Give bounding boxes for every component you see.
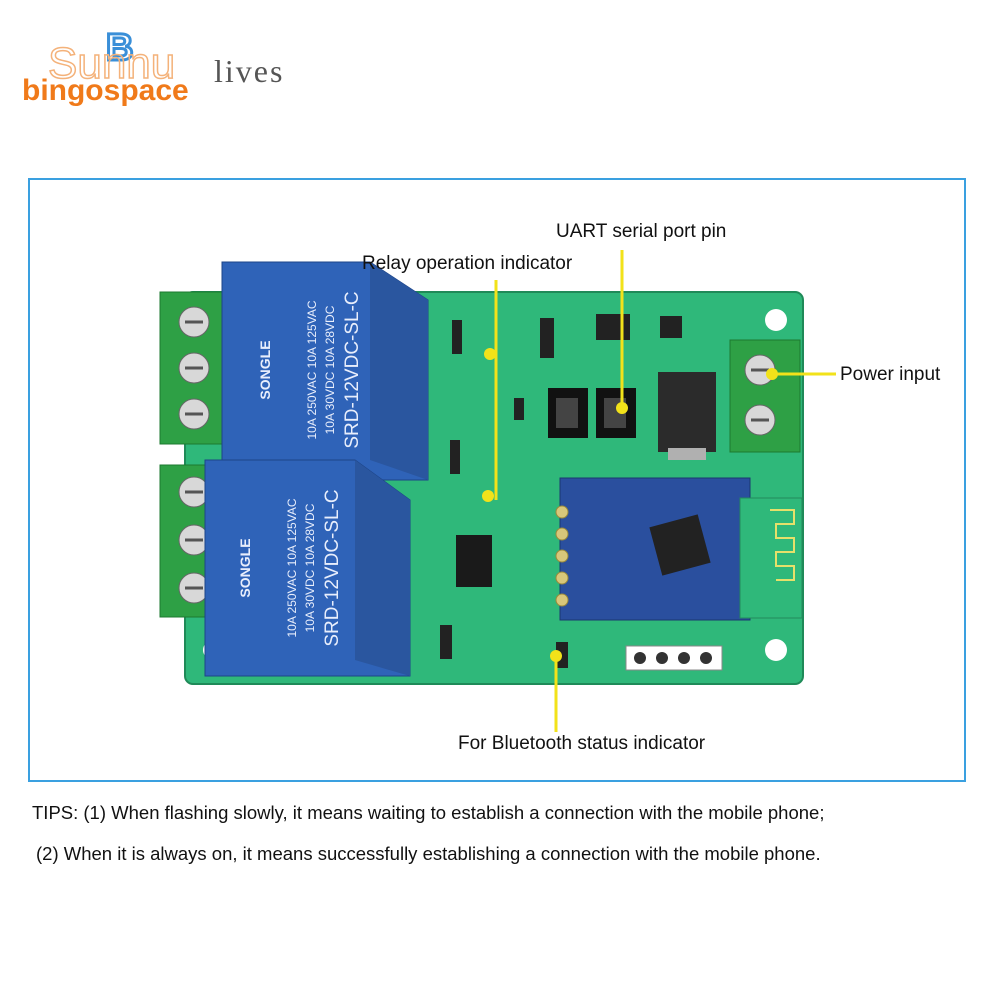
uart-label: UART serial port pin <box>556 221 727 242</box>
mounting-hole-icon <box>765 309 787 331</box>
bluetooth-module <box>555 477 803 621</box>
annotation-lines <box>494 250 836 732</box>
relay-2-indicator-led-icon <box>482 490 494 502</box>
smd-components <box>440 314 682 668</box>
voltage-regulator <box>658 372 716 460</box>
logo-brand-secondary: lives <box>214 53 284 89</box>
relay-1-indicator-led-icon <box>484 348 496 360</box>
uart-pin-marker-icon <box>616 402 628 414</box>
relay-1-rating-1: 10A 250VAC 10A 125VAC <box>305 300 319 439</box>
logo-watermark-text: Sunnu <box>48 39 175 88</box>
relay-1-brand: SONGLE <box>257 340 273 399</box>
relay-2-model: SRD-12VDC-SL-C <box>322 489 343 646</box>
antenna-trace-icon <box>770 509 795 581</box>
mounting-hole-icon <box>765 639 787 661</box>
bluetooth-status-label: For Bluetooth status indicator <box>458 733 706 754</box>
image-frame <box>28 178 966 782</box>
four-pin-header <box>625 645 723 671</box>
logo-badge-letter: B <box>106 27 133 69</box>
relay-2-rating-2: 10A 30VDC 10A 28VDC <box>303 503 317 632</box>
relay-1: SRD-12VDC-SL-C 10A 30VDC 10A 28VDC 10A 2… <box>221 261 429 481</box>
relay-2-brand: SONGLE <box>237 538 253 597</box>
tips-line-1: TIPS: (1) When flashing slowly, it means… <box>32 802 825 823</box>
power-terminal-block <box>729 339 801 453</box>
brand-logo: B Sunnu bingospace lives <box>18 20 318 110</box>
relay-1-model: SRD-12VDC-SL-C <box>342 291 363 448</box>
relay-indicator-label: Relay operation indicator <box>362 253 573 274</box>
tips-line-2: (2) When it is always on, it means succe… <box>36 843 821 864</box>
relay-2: SRD-12VDC-SL-C 10A 30VDC 10A 28VDC 10A 2… <box>204 459 411 677</box>
power-input-marker-icon <box>766 368 778 380</box>
bluetooth-status-led-icon <box>550 650 562 662</box>
relay-2-rating-1: 10A 250VAC 10A 125VAC <box>285 498 299 637</box>
power-input-label: Power input <box>840 364 941 385</box>
logo-brand-primary: bingospace <box>22 74 189 107</box>
output-terminal-blocks <box>159 291 223 618</box>
relay-1-rating-2: 10A 30VDC 10A 28VDC <box>323 305 337 434</box>
annotation-dots <box>482 348 778 662</box>
